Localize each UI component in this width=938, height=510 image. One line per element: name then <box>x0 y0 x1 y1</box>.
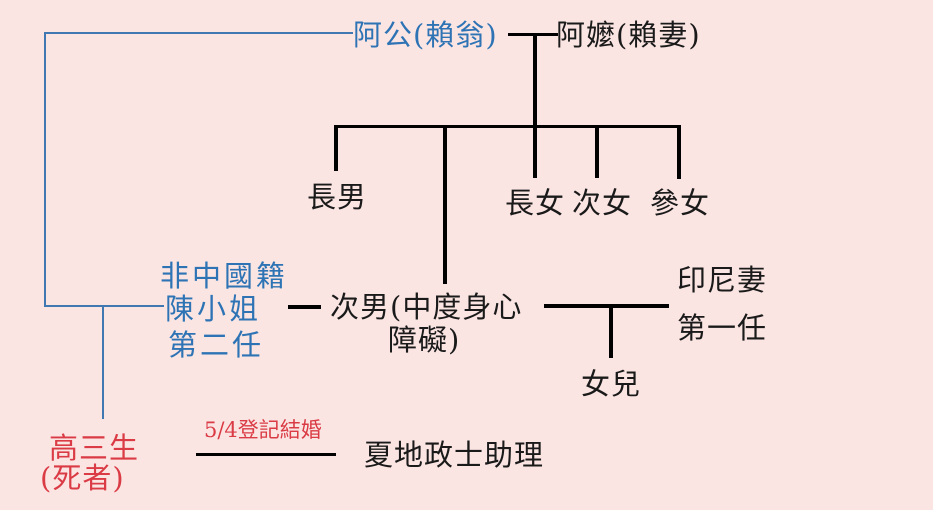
line-drop-granddaughter <box>609 304 613 358</box>
line-marriage-deceased <box>196 453 336 456</box>
blue-line-top-horizontal <box>44 32 353 34</box>
label-second-son-line1: 次男(中度身心 <box>330 290 523 324</box>
line-children-bar <box>334 125 681 128</box>
blue-line-left-vertical <box>44 32 46 307</box>
line-marriage-second-wife <box>288 305 321 309</box>
line-drop-third-daughter <box>677 125 681 179</box>
blue-line-mid-horizontal <box>44 305 164 307</box>
line-drop-eldest-son <box>334 125 338 171</box>
label-second-son-line2: 障礙) <box>388 323 461 357</box>
line-grandparents-to-children <box>533 33 537 127</box>
label-marriage-note: 5/4登記結婚 <box>204 418 322 442</box>
label-grandmother: 阿嬤(賴妻) <box>556 18 701 52</box>
line-drop-second-son <box>443 125 447 284</box>
line-drop-second-daughter <box>595 125 599 178</box>
label-second-wife-nationality: 非中國籍 <box>160 259 289 293</box>
label-third-daughter: 參女 <box>650 186 711 220</box>
label-grandfather: 阿公(賴翁) <box>353 18 498 52</box>
label-first-wife-origin: 印尼妻 <box>677 263 768 297</box>
label-deceased-line2: (死者) <box>40 461 125 495</box>
label-second-wife-order: 第二任 <box>168 328 265 362</box>
blue-line-drop-to-deceased <box>102 305 104 419</box>
label-first-wife-order: 第一任 <box>677 311 768 345</box>
label-eldest-son: 長男 <box>307 180 368 214</box>
label-second-wife-name: 陳小姐 <box>165 292 262 326</box>
label-deceased-line1: 高三生 <box>49 431 140 465</box>
label-second-daughter: 次女 <box>572 186 633 220</box>
line-marriage-first-wife <box>544 304 669 308</box>
right-edge-strip <box>933 0 938 510</box>
label-assistant: 夏地政士助理 <box>364 438 545 472</box>
label-eldest-daughter: 長女 <box>505 186 566 220</box>
line-drop-eldest-daughter <box>533 125 537 178</box>
label-granddaughter: 女兒 <box>581 367 642 401</box>
